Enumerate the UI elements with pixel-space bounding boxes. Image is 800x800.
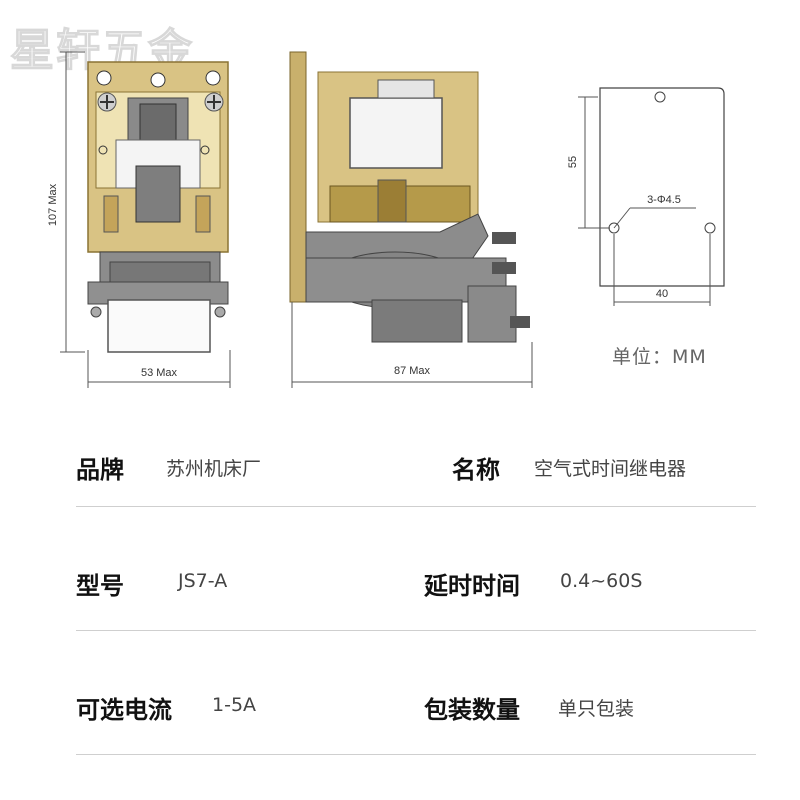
front-height-dim: 107 Max	[47, 183, 59, 226]
divider-3	[76, 754, 756, 755]
side-view-relay	[289, 51, 530, 343]
spec-row-3: 可选电流 1-5A 包装数量 单只包装	[0, 690, 800, 730]
front-view-relay	[87, 61, 229, 353]
mounting-plate-drawing	[578, 87, 725, 306]
technical-drawings: 107 Max 53 Max 87 Max	[47, 51, 725, 388]
front-dimension-lines	[60, 51, 231, 388]
package-value: 单只包装	[558, 698, 635, 720]
brand-value: 苏州机床厂	[166, 458, 262, 480]
delay-value: 0.4~60S	[560, 570, 643, 592]
mount-height-dim: 55	[567, 156, 579, 168]
current-value: 1-5A	[212, 694, 257, 716]
name-value: 空气式时间继电器	[534, 458, 687, 480]
spec-row-1: 品牌 苏州机床厂 名称 空气式时间继电器	[0, 450, 800, 490]
mount-width-dim: 40	[656, 288, 668, 300]
spec-row-2: 型号 JS7-A 延时时间 0.4~60S	[0, 566, 800, 606]
unit-label: 单位：MM	[612, 346, 707, 368]
divider-2	[76, 630, 756, 631]
delay-label: 延时时间	[424, 572, 520, 600]
package-label: 包装数量	[424, 696, 520, 724]
divider-1	[76, 506, 756, 507]
model-label: 型号	[76, 572, 124, 600]
side-dimension-lines	[291, 302, 533, 388]
brand-label: 品牌	[76, 456, 124, 484]
model-value: JS7-A	[178, 570, 228, 592]
hole-spec-dim: 3-Φ4.5	[647, 194, 681, 206]
front-width-dim: 53 Max	[141, 367, 178, 379]
current-label: 可选电流	[76, 696, 172, 724]
name-label: 名称	[452, 456, 500, 484]
side-width-dim: 87 Max	[394, 365, 431, 377]
